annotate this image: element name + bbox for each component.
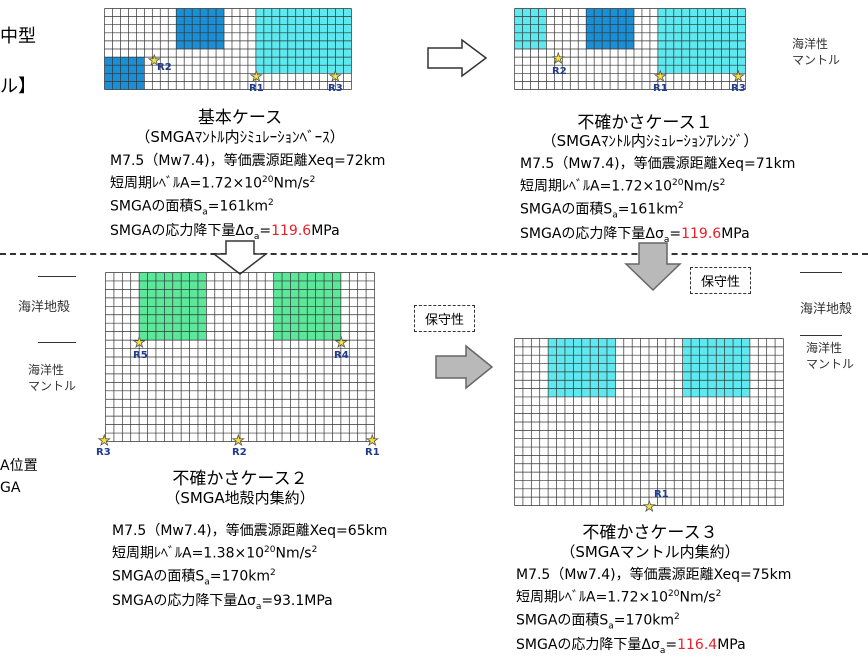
case1-subtitle: （SMGAﾏﾝﾄﾙ内ｼﾐｭﾚｰｼｮﾝｱﾚﾝｼﾞ）: [541, 132, 759, 150]
arrow-right-outline-icon: [426, 38, 488, 82]
case3-grid: [514, 338, 784, 506]
side-label-oceanic-mantle: 海洋性 マントル: [28, 363, 77, 393]
star-icon: ★: [654, 69, 667, 85]
case1-params: M7.5（Mw7.4)，等価震源距離Xeq=71km 短周期ﾚﾍﾞﾙA=1.72…: [520, 155, 795, 250]
marker-label: R4: [334, 350, 349, 361]
case1-title: 不確かさケース１: [577, 113, 713, 133]
param-stress-drop: SMGAの応力降下量Δσa=119.6MPa: [520, 226, 750, 245]
star-icon: ★: [98, 433, 111, 449]
divider-short: [800, 335, 842, 336]
case2-title: 不確かさケース２: [172, 469, 308, 489]
star-icon: ★: [148, 53, 161, 69]
param-short-period-level: 短周期ﾚﾍﾞﾙA=1.38×1020Nm/s2: [112, 545, 318, 562]
param-short-period-level: 短周期ﾚﾍﾞﾙA=1.72×1020Nm/s2: [516, 589, 722, 606]
divider-short: [38, 276, 76, 277]
arrow-down-outline-icon: [211, 240, 269, 280]
param-short-period-level: 短周期ﾚﾍﾞﾙA=1.72×1020Nm/s2: [110, 175, 316, 192]
param-stress-drop: SMGAの応力降下量Δσa=93.1MPa: [112, 593, 333, 612]
side-label-oceanic-mantle: 海洋性 マントル: [806, 341, 855, 371]
case2-grid: [105, 272, 375, 442]
marker-label: R3: [328, 83, 343, 94]
case3-title: 不確かさケース３: [582, 523, 718, 543]
star-icon: ★: [366, 433, 379, 449]
base-case-title: 基本ケース: [197, 108, 283, 128]
marker-label: R1: [249, 83, 264, 94]
base-case-subtitle: （SMGAﾏﾝﾄﾙ内ｼﾐｭﾚｰｼｮﾝﾍﾞｰｽ）: [135, 128, 345, 146]
arrow-right-gray-icon: [434, 344, 494, 394]
star-icon: ★: [732, 69, 745, 85]
divider-short: [800, 272, 842, 273]
legend-line2: GA: [0, 480, 21, 496]
grid-lines: [104, 8, 352, 90]
divider-line: [0, 253, 868, 255]
conservative-badge-right: 保守性: [690, 267, 752, 294]
param-area: SMGAの面積Sa=170km2: [112, 567, 276, 588]
param-area: SMGAの面積Sa=161km2: [110, 197, 274, 218]
param-short-period-level: 短周期ﾚﾍﾞﾙA=1.72×1020Nm/s2: [520, 178, 726, 195]
star-icon: ★: [232, 433, 245, 449]
star-icon: ★: [329, 69, 342, 85]
case2-params: M7.5（Mw7.4)，等価震源距離Xeq=65km 短周期ﾚﾍﾞﾙA=1.38…: [112, 522, 387, 617]
header-line1: 中型: [0, 26, 36, 47]
case2-subtitle: （SMGA地殻内集約）: [165, 489, 315, 507]
marker-label: R2: [232, 447, 247, 458]
side-label-oceanic-mantle: 海洋性 マントル: [792, 37, 841, 67]
star-icon: ★: [552, 51, 565, 67]
star-icon: ★: [335, 335, 348, 351]
param-stress-drop: SMGAの応力降下量Δσa=116.4MPa: [516, 637, 746, 656]
param-stress-drop: SMGAの応力降下量Δσa=119.6MPa: [110, 223, 340, 242]
marker-label: R3: [96, 447, 111, 458]
param-magnitude: M7.5（Mw7.4)，等価震源距離Xeq=65km: [112, 523, 388, 539]
param-magnitude: M7.5（Mw7.4)，等価震源距離Xeq=72km: [110, 153, 386, 169]
base-case-params: M7.5（Mw7.4)，等価震源距離Xeq=72km 短周期ﾚﾍﾞﾙA=1.72…: [110, 152, 385, 247]
arrow-down-gray-icon: [624, 242, 682, 296]
star-icon: ★: [643, 499, 656, 515]
marker-label: R1: [654, 489, 669, 500]
param-area: SMGAの面積Sa=161km2: [520, 200, 684, 221]
case3-params: M7.5（Mw7.4)，等価震源距離Xeq=75km 短周期ﾚﾍﾞﾙA=1.72…: [516, 566, 791, 661]
marker-label: R1: [365, 447, 380, 458]
param-magnitude: M7.5（Mw7.4)，等価震源距離Xeq=75km: [516, 567, 792, 583]
base-case-grid: [104, 8, 352, 90]
case3-subtitle: （SMGAマントル内集約）: [560, 543, 740, 561]
header-line2: ル】: [0, 76, 36, 97]
marker-label: R5: [133, 350, 148, 361]
case1-grid: [514, 8, 746, 90]
param-area: SMGAの面積Sa=170km2: [516, 611, 680, 632]
side-label-oceanic-crust: 海洋地殻: [800, 302, 853, 317]
marker-label: R3: [731, 83, 746, 94]
param-magnitude: M7.5（Mw7.4)，等価震源距離Xeq=71km: [520, 156, 796, 172]
grid-lines: [514, 338, 784, 506]
grid-lines: [105, 272, 375, 442]
grid-lines: [514, 8, 746, 90]
marker-label: R2: [157, 62, 172, 73]
legend-line1: A位置: [0, 458, 38, 474]
divider-short: [38, 342, 76, 343]
marker-label: R2: [552, 66, 567, 77]
side-label-oceanic-crust: 海洋地殻: [18, 300, 71, 315]
conservative-badge-middle: 保守性: [414, 305, 476, 332]
marker-label: R1: [653, 83, 668, 94]
star-icon: ★: [133, 335, 146, 351]
star-icon: ★: [250, 69, 263, 85]
